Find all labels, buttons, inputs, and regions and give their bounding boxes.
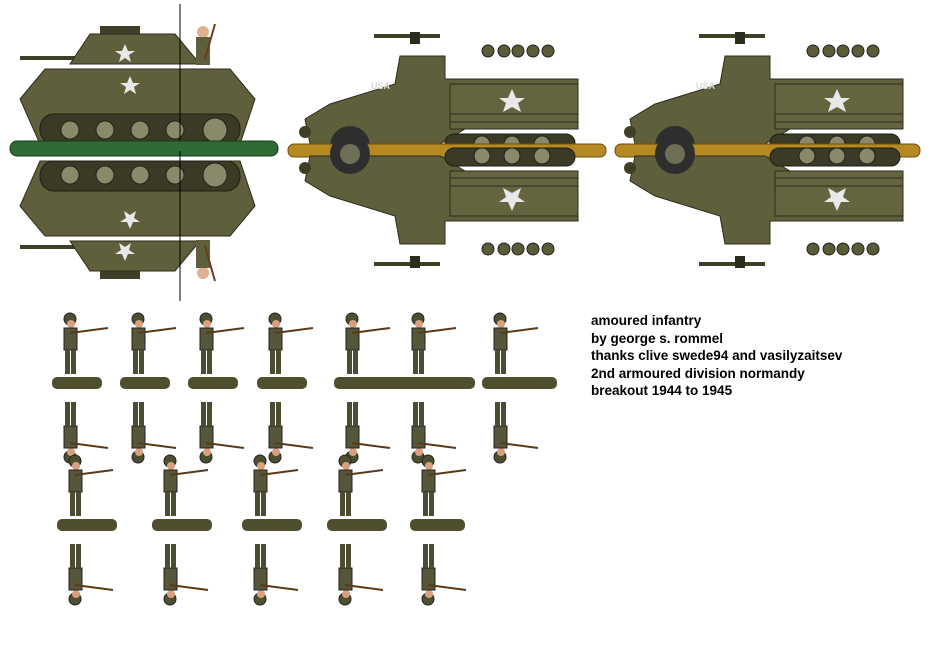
soldier-11 xyxy=(327,454,387,606)
tank-base xyxy=(9,140,279,157)
soldier-base xyxy=(188,377,238,389)
soldier-base xyxy=(120,377,170,389)
soldier-base xyxy=(57,519,117,531)
soldier-5 xyxy=(334,312,409,464)
caption: amoured infantry by george s. rommel tha… xyxy=(591,312,842,400)
soldier-base xyxy=(52,377,102,389)
soldiers xyxy=(52,312,557,606)
soldier-6 xyxy=(400,312,475,464)
tank-reflection xyxy=(19,150,256,302)
caption-line-dates: breakout 1944 to 1945 xyxy=(591,383,733,398)
soldier-1 xyxy=(52,312,109,464)
soldier-base xyxy=(257,377,307,389)
soldier-8 xyxy=(57,454,117,606)
soldier-10 xyxy=(242,454,302,606)
soldier-base xyxy=(410,519,465,531)
soldier-7 xyxy=(482,312,557,464)
soldier-base xyxy=(152,519,212,531)
caption-line-division: 2nd armoured division normandy xyxy=(591,365,805,381)
soldier-9 xyxy=(152,454,212,606)
soldier-base xyxy=(334,377,409,389)
soldier-base xyxy=(400,377,475,389)
soldier-2 xyxy=(120,312,177,464)
halftrack-1-usa-marking: USA xyxy=(371,81,391,91)
soldier-base xyxy=(327,519,387,531)
soldier-4 xyxy=(257,312,314,464)
soldier-12 xyxy=(410,454,467,606)
halftrack-2-usa-marking: USA xyxy=(696,81,716,91)
caption-line-thanks: thanks clive swede94 and vasilyzaitsev xyxy=(591,348,843,363)
tank-sprite xyxy=(19,3,256,155)
soldier-base xyxy=(242,519,302,531)
caption-line-author: by george s. rommel xyxy=(591,330,724,346)
soldier-3 xyxy=(188,312,245,464)
caption-line-title: amoured infantry xyxy=(591,313,702,328)
soldier-base xyxy=(482,377,557,389)
